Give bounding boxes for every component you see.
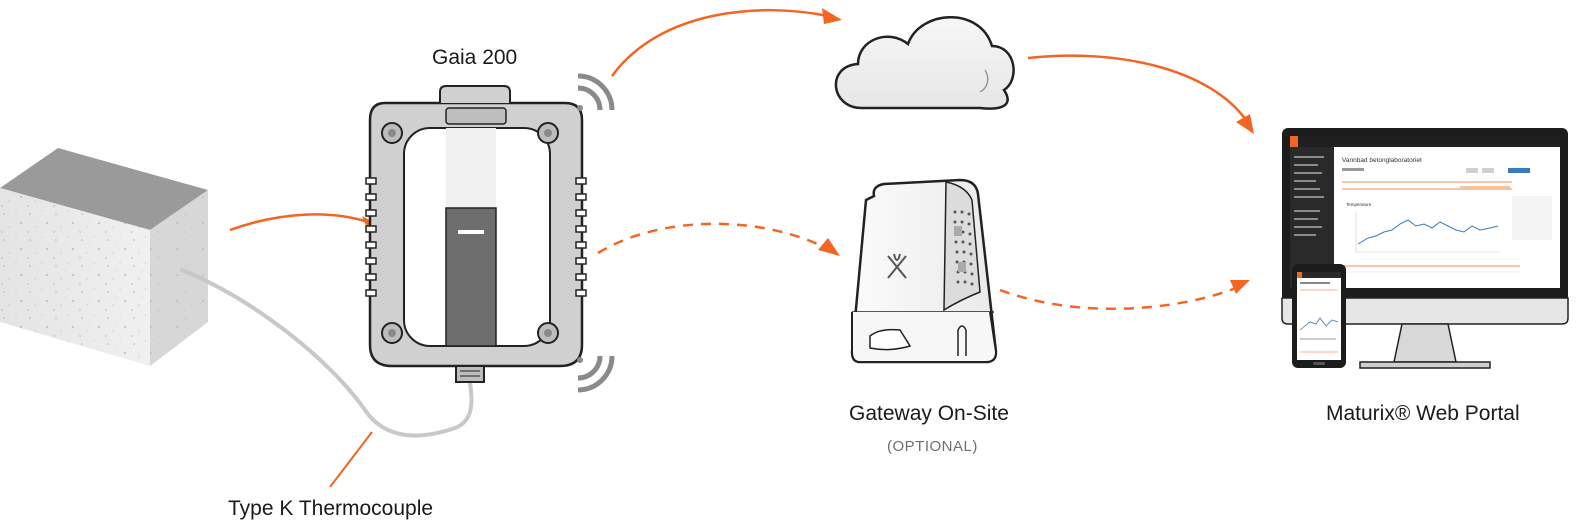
gateway-optional-note: (OPTIONAL)	[887, 438, 978, 455]
arrow-cloud-to-portal	[1027, 54, 1254, 134]
arrow-block-to-device	[229, 213, 382, 232]
concrete-block	[0, 148, 208, 366]
arrow-device-to-gateway	[597, 222, 840, 256]
portal-project-title: Vannbad betonglaboratoriet	[1342, 157, 1422, 164]
arrow-gateway-to-portal	[999, 280, 1250, 311]
arrow-device-to-cloud	[610, 8, 842, 77]
portal-chart-heading: Temperature	[1346, 202, 1372, 207]
thermocouple-cable	[180, 268, 474, 438]
portal-label: Maturix® Web Portal	[1326, 402, 1520, 425]
gateway-device	[850, 178, 998, 364]
gateway-logo-icon	[887, 253, 907, 279]
gateway-label: Gateway On-Site	[849, 402, 1009, 425]
phone-icon	[1292, 264, 1346, 368]
wireless-signal-icon	[577, 73, 615, 111]
gaia-200-device	[365, 85, 587, 383]
wireless-signal-icon	[577, 355, 615, 393]
cloud-icon	[834, 16, 1015, 110]
device-label: Gaia 200	[432, 46, 518, 69]
monitor-icon: Vannbad betonglaboratoriet Temperature	[1281, 128, 1569, 369]
sensor-label: Type K Thermocouple	[228, 497, 434, 520]
sensor-pointer-line	[329, 431, 373, 488]
